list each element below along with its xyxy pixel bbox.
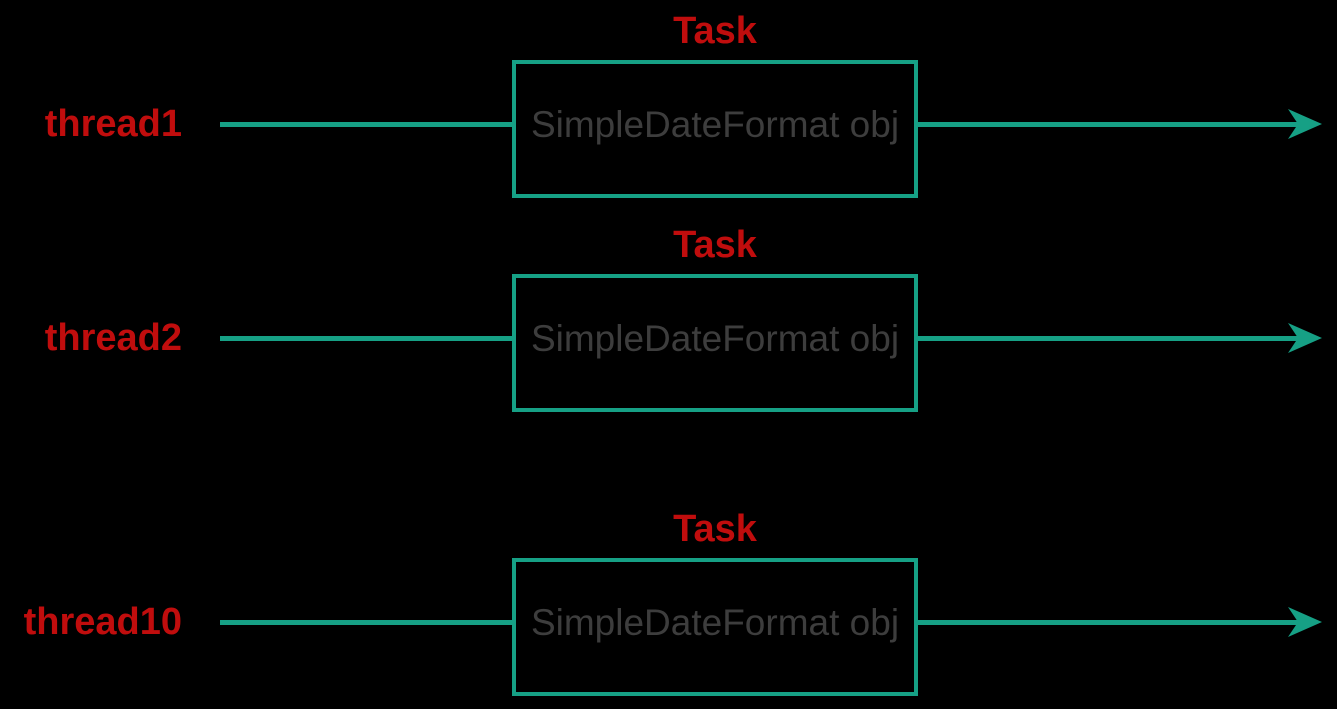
object-label: SimpleDateFormat obj [530,602,900,643]
task-box: SimpleDateFormat obj [512,60,918,198]
arrowhead-icon [1288,107,1324,141]
object-label: SimpleDateFormat obj [530,104,900,145]
task-label: Task [673,10,757,52]
thread-label: thread2 [44,317,182,359]
arrowhead-icon [1288,321,1324,355]
task-label: Task [673,508,757,550]
thread-label: thread10 [23,601,182,643]
thread-row: Task thread2 SimpleDateFormat obj [0,222,1337,422]
task-box: SimpleDateFormat obj [512,274,918,412]
thread-row: Task thread10 SimpleDateFormat obj [0,506,1337,706]
thread-label: thread1 [44,103,182,145]
arrowhead-icon [1288,605,1324,639]
object-label: SimpleDateFormat obj [530,318,900,359]
task-box: SimpleDateFormat obj [512,558,918,696]
thread-row: Task thread1 SimpleDateFormat obj [0,8,1337,208]
task-label: Task [673,224,757,266]
